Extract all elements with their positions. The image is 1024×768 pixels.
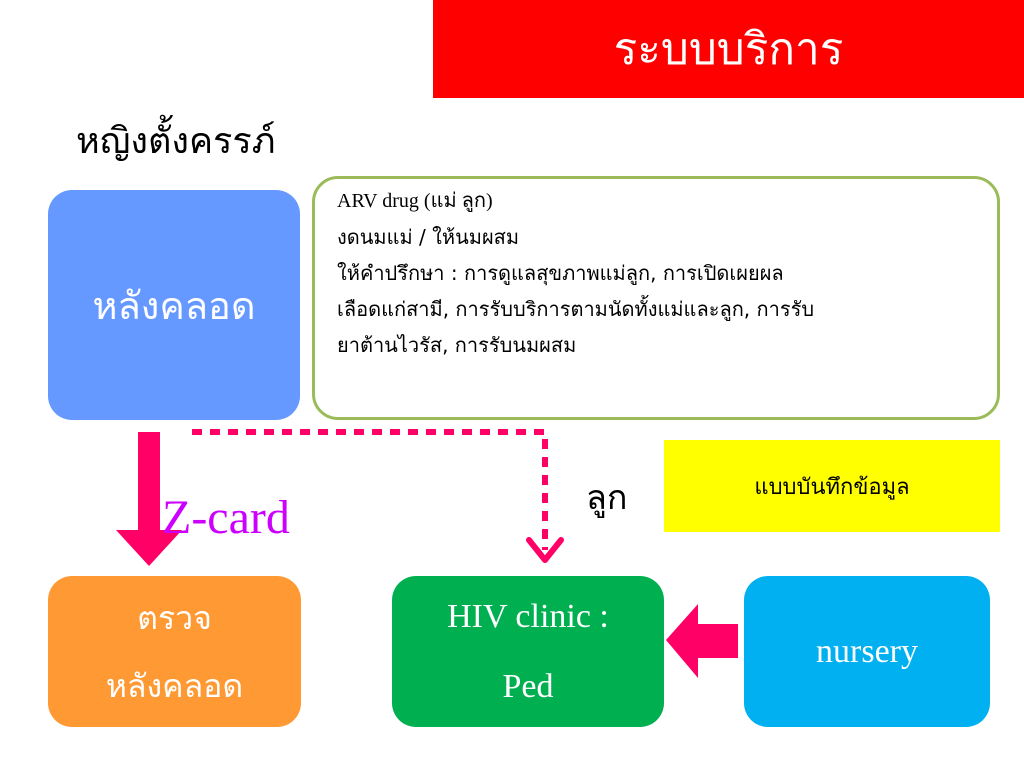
nursery-box: nursery (744, 576, 990, 727)
records-box: แบบบันทึกข้อมูล (664, 440, 1000, 532)
pregnant-woman-heading: หญิงตั้งครรภ์ (76, 121, 276, 162)
postpartum-box: หลังคลอด (48, 190, 300, 420)
service-line-antiviral: ยาต้านไวรัส, การรับนมผสม (337, 333, 577, 357)
left-arrow (666, 604, 738, 678)
service-line-arv: ARV drug (แม่ ลูก) (337, 190, 493, 212)
service-line-counseling: ให้คำปรึกษา : การดูแลสุขภาพแม่ลูก, การเป… (337, 261, 784, 285)
dotted-arrowhead (526, 537, 564, 563)
checkup-line-2: หลังคลอด (105, 666, 244, 705)
hiv-clinic-line-1: HIV clinic : (447, 597, 609, 635)
hiv-clinic-box: HIV clinic : Ped (392, 576, 664, 727)
services-box: ARV drug (แม่ ลูก) งดนมแม่ / ให้นมผสม ให… (312, 176, 1000, 420)
postpartum-checkup-box: ตรวจ หลังคลอด (48, 576, 301, 727)
z-card-label: Z-card (162, 491, 290, 544)
dotted-connector (192, 429, 548, 550)
title-banner: ระบบบริการ (433, 0, 1024, 98)
hiv-clinic-line-2: Ped (502, 667, 554, 705)
nursery-label: nursery (816, 632, 918, 670)
records-label: แบบบันทึกข้อมูล (754, 474, 910, 500)
checkup-line-1: ตรวจ (137, 598, 212, 637)
down-arrow (116, 432, 182, 566)
service-line-disclosure: เลือดแก่สามี, การรับบริการตามนัดทั้งแม่แ… (337, 297, 815, 321)
child-label: ลูก (586, 478, 628, 518)
page-title: ระบบบริการ (613, 24, 844, 75)
postpartum-label: หลังคลอด (92, 283, 256, 328)
service-line-feeding: งดนมแม่ / ให้นมผสม (337, 225, 520, 249)
